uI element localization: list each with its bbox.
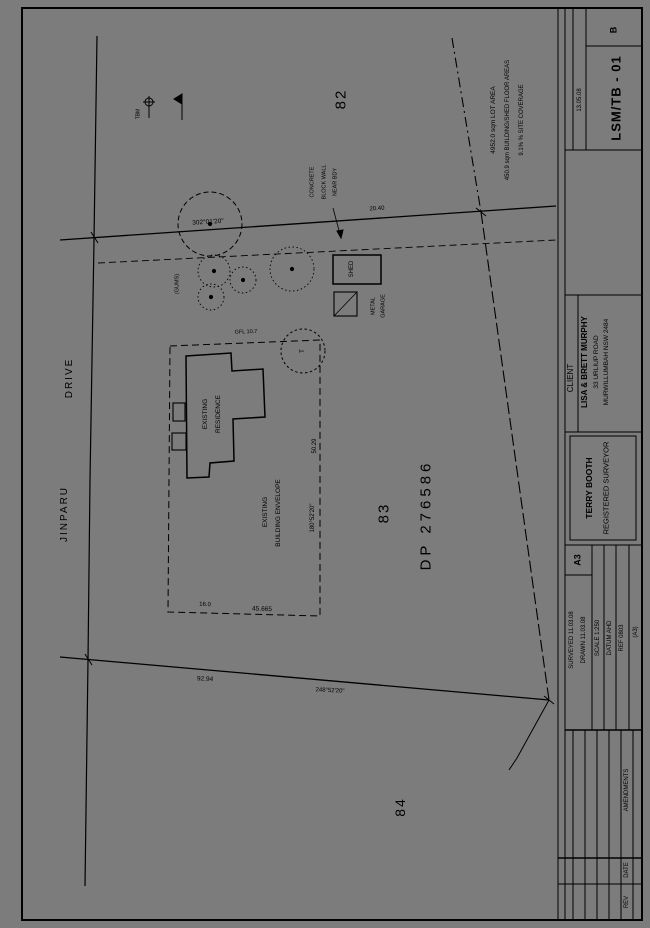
lot-84-label: 84	[392, 797, 408, 817]
shed-label: SHED	[349, 260, 355, 278]
lot-boundaries	[59, 37, 557, 771]
stat-site-coverage: 9.1% % SITE COVERAGE	[519, 84, 525, 156]
gfl-label: GFL 10.7	[234, 328, 258, 336]
revision-code: B	[608, 26, 619, 34]
wall-note-line1: CONCRETE	[309, 166, 316, 198]
tbm-label: TBM	[135, 108, 142, 120]
residence-label-line1: EXISTING	[201, 398, 209, 430]
title-block-lines	[557, 8, 642, 920]
wall-note-line2: BLOCK WALL	[321, 164, 328, 200]
building-envelope-outline	[167, 339, 321, 617]
envelope-label-line2: BUILDING ENVELOPE	[274, 479, 282, 547]
trees-species-label: (GUMS)	[174, 273, 181, 295]
dim-envelope-right-bearing: 180°52'20"	[310, 503, 316, 533]
amendments-label: AMENDMENTS	[624, 768, 630, 812]
water-tank-circle	[280, 328, 326, 374]
drawing-date: 13.05.08	[577, 88, 583, 112]
amend-rev-label: REV	[624, 895, 630, 909]
tree-circles	[177, 191, 315, 311]
street-name-label: JINPARU	[59, 485, 70, 543]
residence-label-line2: RESIDENCE	[214, 395, 222, 433]
row-scale: SCALE 1:250	[595, 619, 601, 657]
dim-envelope-bottom: 45.665	[251, 605, 273, 614]
row-surveyed: SURVEYED 11.03.08	[569, 611, 575, 669]
road-edge	[84, 35, 98, 887]
stat-floor-area: 450.9 sqm BUILDING/SHED FLOOR AREAS	[505, 59, 511, 181]
lot-83-label: 83	[375, 502, 393, 524]
envelope-label-line1: EXISTING	[261, 496, 269, 528]
street-type-label: DRIVE	[64, 357, 75, 399]
surveyor-name: TERRY BOOTH	[583, 457, 594, 519]
survey-marks	[143, 93, 344, 240]
row-sheet-note: (A3)	[633, 626, 639, 638]
client-address-line2: MURWILLUMBAH NSW 2484	[602, 318, 610, 406]
tank-letter: T	[300, 349, 306, 353]
client-address-line1: 33 URLIUP ROAD	[592, 335, 600, 389]
row-ref: REF 0803	[619, 624, 625, 652]
row-datum: DATUM AHD	[607, 620, 613, 656]
garage-label-line1: METAL	[370, 297, 377, 315]
amend-date-label: DATE	[624, 862, 630, 878]
shed-outline	[332, 254, 382, 317]
plan-number-label: DP 276586	[417, 459, 435, 571]
drawing-number: LSM/TB - 01	[608, 55, 624, 141]
garage-label-line2: GARAGE	[380, 294, 387, 318]
client-name: LISA & BRETT MURPHY	[580, 316, 589, 408]
stat-lot-area: 4952.0 sqm LOT AREA	[489, 86, 497, 154]
residence-outline	[171, 352, 266, 479]
wall-note-line3: NEAR BDY	[332, 167, 339, 197]
row-drawn: DRAWN 11.03.08	[581, 616, 587, 664]
dim-bottom-distance: 92.94	[196, 675, 214, 684]
lot-82-label: 82	[332, 88, 350, 110]
border-lines	[21, 7, 643, 921]
sheet-size: A3	[572, 554, 583, 566]
dim-top-distance: 20.40	[369, 205, 385, 213]
dim-envelope-left: 16.0	[199, 601, 211, 609]
dim-envelope-right-distance: 50.29	[312, 438, 318, 454]
client-label: CLIENT	[566, 363, 575, 393]
surveyor-title: REGISTERED SURVEYOR	[601, 441, 611, 535]
